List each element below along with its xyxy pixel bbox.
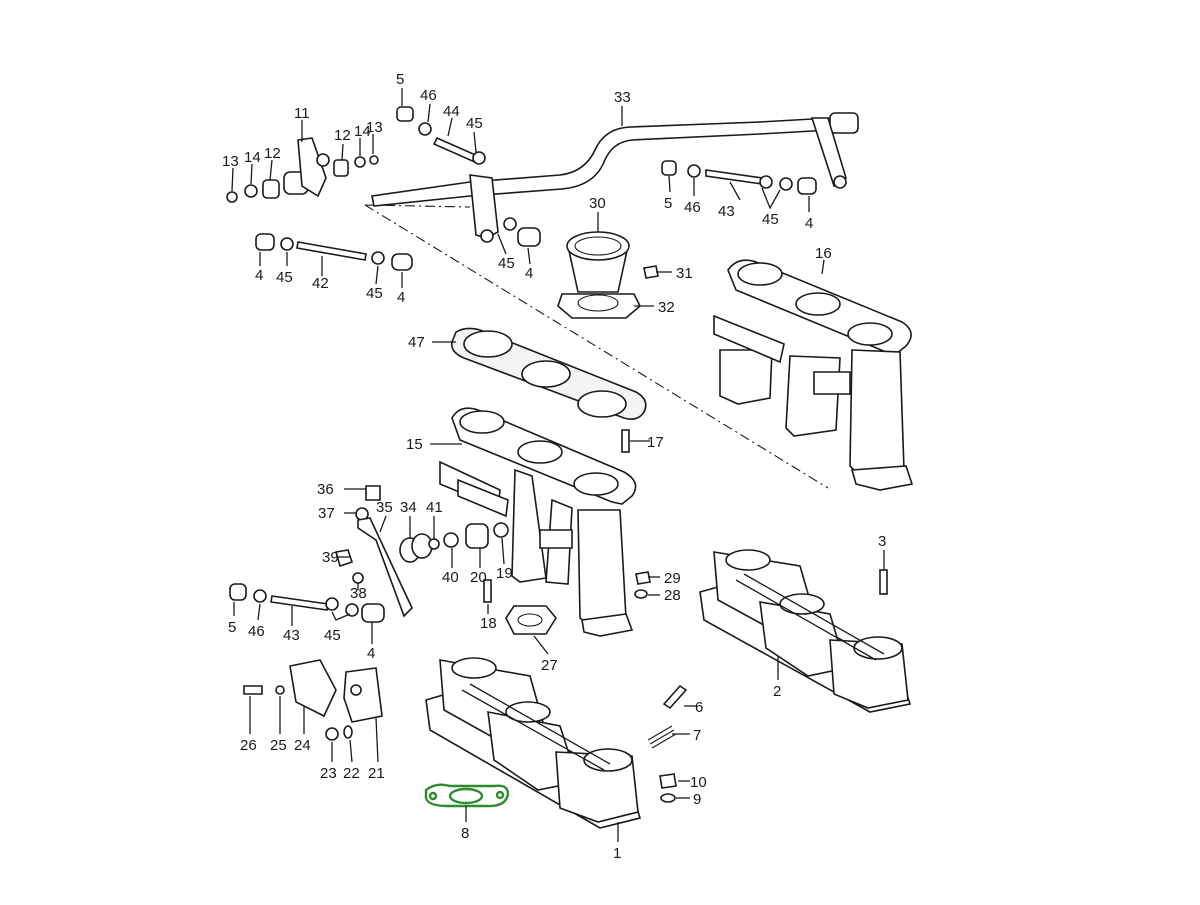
callout-1: 1	[613, 845, 621, 862]
stud	[483, 579, 492, 603]
callout-23: 23	[320, 765, 337, 782]
callout-39: 39	[322, 549, 339, 566]
callout-14: 14	[244, 149, 261, 166]
callout-20: 20	[470, 569, 487, 586]
callout-24: 24	[294, 737, 311, 754]
callout-13: 13	[222, 153, 239, 170]
callout-11: 11	[294, 105, 310, 122]
shaft-lever	[810, 117, 847, 188]
callout-12: 12	[264, 145, 281, 162]
leader-lines	[231, 88, 885, 842]
callout-46: 46	[684, 199, 701, 216]
microswitch-assembly	[243, 659, 383, 741]
callout-18: 18	[480, 615, 497, 632]
callout-21: 21	[368, 765, 385, 782]
callout-4: 4	[367, 645, 375, 662]
return-spring-assembly	[334, 485, 509, 618]
callout-19: 19	[496, 565, 513, 582]
spring	[647, 725, 677, 749]
callout-45: 45	[366, 285, 383, 302]
carburetor-right	[699, 549, 912, 713]
callout-43: 43	[718, 203, 735, 220]
callout-36: 36	[317, 481, 334, 498]
callout-7: 7	[693, 727, 701, 744]
link-rod-42	[255, 233, 413, 271]
callout-3: 3	[878, 533, 886, 550]
callout-45: 45	[466, 115, 483, 132]
callout-4: 4	[525, 265, 533, 282]
bolt	[662, 684, 688, 710]
callout-46: 46	[420, 87, 437, 104]
callout-34: 34	[400, 499, 417, 516]
callout-5: 5	[228, 619, 236, 636]
callout-5: 5	[664, 195, 672, 212]
callout-25: 25	[270, 737, 287, 754]
stud	[879, 569, 888, 595]
alignment-line	[364, 204, 471, 208]
callout-13: 13	[366, 119, 383, 136]
callout-40: 40	[442, 569, 459, 586]
air-horn	[557, 231, 659, 319]
callout-31: 31	[676, 265, 693, 282]
callout-6: 6	[695, 699, 703, 716]
callout-45: 45	[276, 269, 293, 286]
callout-42: 42	[312, 275, 329, 292]
callout-22: 22	[343, 765, 360, 782]
gasket-highlighted[interactable]	[424, 783, 510, 808]
intake-manifold-right	[713, 259, 914, 491]
callout-26: 26	[240, 737, 257, 754]
callout-45: 45	[498, 255, 515, 272]
callout-45: 45	[762, 211, 779, 228]
stud	[621, 429, 630, 453]
intake-manifold-left	[439, 407, 637, 637]
carburetor-left	[425, 657, 642, 829]
spacer-plate	[450, 327, 647, 420]
callout-9: 9	[693, 791, 701, 808]
throttle-shaft	[371, 112, 859, 243]
link-rod-lower-left	[229, 583, 385, 623]
callout-43: 43	[283, 627, 300, 644]
callout-4: 4	[397, 289, 405, 306]
callout-5: 5	[396, 71, 404, 88]
callout-14: 14	[354, 123, 371, 140]
callout-29: 29	[664, 570, 681, 587]
callout-35: 35	[376, 499, 393, 516]
callout-8: 8	[461, 825, 469, 842]
callout-32: 32	[658, 299, 675, 316]
callout-30: 30	[589, 195, 606, 212]
callout-47: 47	[408, 334, 425, 351]
linkage-parts-left	[226, 137, 379, 203]
link-rod-upper-left	[396, 106, 486, 165]
callout-41: 41	[426, 499, 443, 516]
callout-4: 4	[255, 267, 263, 284]
callout-15: 15	[406, 436, 423, 453]
callout-33: 33	[614, 89, 631, 106]
callout-16: 16	[815, 245, 832, 262]
gasket	[505, 605, 557, 635]
callout-4: 4	[805, 215, 813, 232]
callout-45: 45	[324, 627, 341, 644]
callout-10: 10	[690, 774, 707, 791]
callout-46: 46	[248, 623, 265, 640]
lever-fasteners	[503, 217, 541, 247]
callout-27: 27	[541, 657, 558, 674]
shaft-end	[829, 112, 859, 134]
callout-37: 37	[318, 505, 335, 522]
callout-44: 44	[443, 103, 460, 120]
callout-2: 2	[773, 683, 781, 700]
callout-17: 17	[647, 434, 664, 451]
callout-labels: 5 46 44 45 11 12 14 13 12 14 13 33 5 46 …	[222, 71, 886, 862]
callout-38: 38	[350, 585, 367, 602]
callout-28: 28	[664, 587, 681, 604]
link-rod-upper-right	[661, 160, 817, 195]
callout-12: 12	[334, 127, 351, 144]
